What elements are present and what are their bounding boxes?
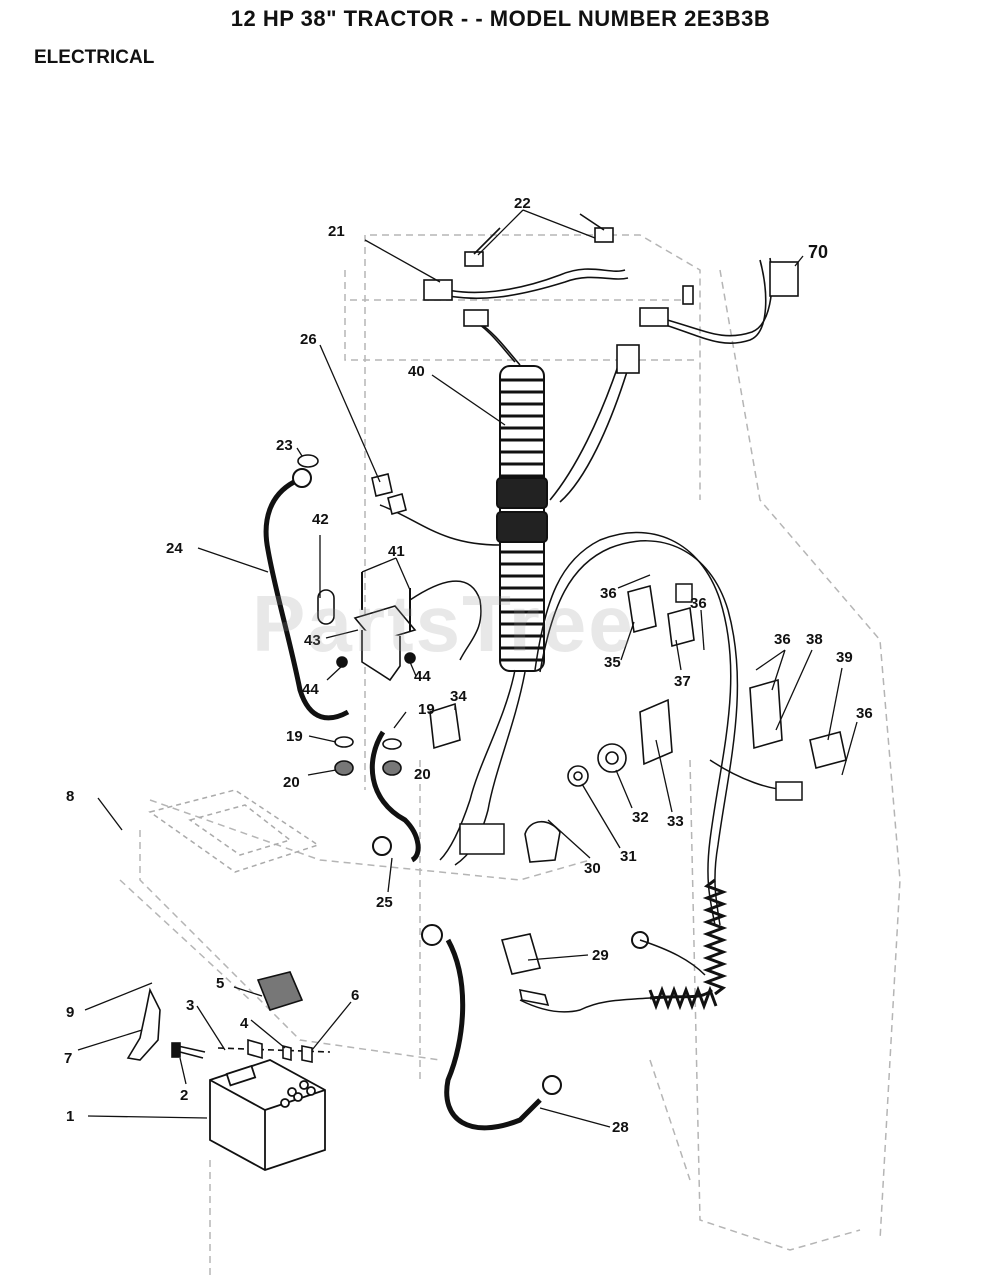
callout-22: 22 [514,195,531,212]
callout-28: 28 [612,1119,629,1136]
callout-31: 31 [620,848,637,865]
callout-1: 1 [66,1108,74,1125]
callout-70: 70 [808,242,828,262]
callout-37: 37 [674,673,691,690]
callout-41: 41 [388,543,405,560]
section-heading: ELECTRICAL [34,47,155,68]
battery [209,1059,326,1171]
battery-cables [263,468,562,1131]
callout-36-a: 36 [600,585,617,602]
callout-44-left: 44 [302,681,319,698]
callout-33: 33 [667,813,684,830]
battery-hardware [126,971,331,1063]
callout-26: 26 [300,331,317,348]
callout-23: 23 [276,437,293,454]
callout-6: 6 [351,987,359,1004]
callout-40: 40 [408,363,425,380]
callout-43: 43 [304,632,321,649]
callout-19-left: 19 [286,728,303,745]
coiled-wire [519,878,728,1013]
callout-20-right: 20 [414,766,431,783]
callout-leaders [77,209,858,1128]
callout-9: 9 [66,1004,74,1021]
callout-36-c: 36 [774,631,791,648]
callout-3: 3 [186,997,194,1014]
callout-5: 5 [216,975,224,992]
callout-24: 24 [166,540,183,557]
page-title: 12 HP 38" TRACTOR - - MODEL NUMBER 2E3B3… [230,6,771,31]
callout-20-left: 20 [283,774,300,791]
callout-labels: 1 2 3 4 5 6 7 8 9 19 19 20 20 21 22 23 2… [64,195,873,1136]
callout-39: 39 [836,649,853,666]
callout-19-right: 19 [418,701,435,718]
callout-30: 30 [584,860,601,877]
callout-4: 4 [240,1015,249,1032]
callout-42: 42 [312,511,329,528]
callout-38: 38 [806,631,823,648]
tractor-frame-outline [119,234,901,1280]
callout-34: 34 [450,688,467,705]
solenoid-and-switches [297,454,847,1007]
callout-25: 25 [376,894,393,911]
callout-7: 7 [64,1050,72,1067]
callout-36-b: 36 [690,595,707,612]
callout-29: 29 [592,947,609,964]
callout-36-d: 36 [856,705,873,722]
callout-44-right: 44 [414,668,431,685]
callout-8: 8 [66,788,74,805]
callout-21: 21 [328,223,345,240]
callout-35: 35 [604,654,621,671]
wire-loom [496,365,548,672]
deck-plate [148,789,320,873]
upper-wire-harness [423,213,799,503]
callout-2: 2 [180,1087,188,1104]
callout-32: 32 [632,809,649,826]
